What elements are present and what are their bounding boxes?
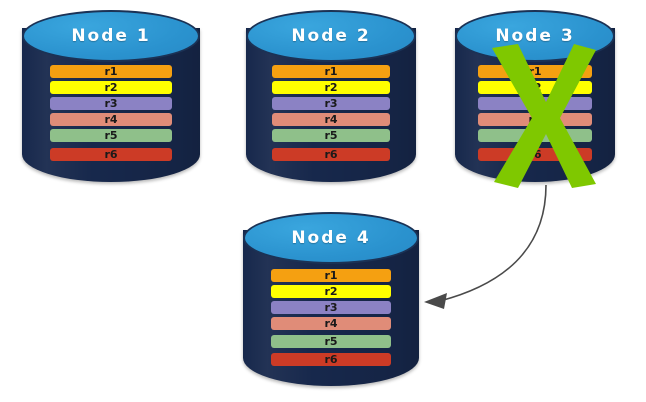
row-band[interactable]: r1 — [271, 269, 391, 282]
node-4-top-face: Node 4 — [243, 212, 419, 264]
row-label: r1 — [104, 65, 118, 78]
node-3-title: Node 3 — [495, 26, 575, 46]
row-label: r4 — [324, 113, 338, 126]
row-band[interactable]: r1 — [272, 65, 390, 78]
row-label: r2 — [104, 81, 118, 94]
row-label: r4 — [324, 317, 338, 330]
row-band[interactable]: r5 — [50, 129, 172, 142]
row-band[interactable]: r1 — [478, 65, 592, 78]
row-label: r5 — [528, 129, 542, 142]
row-label: r1 — [324, 65, 338, 78]
row-band[interactable]: r2 — [50, 81, 172, 94]
row-band[interactable]: r6 — [272, 148, 390, 161]
row-band[interactable]: r6 — [271, 353, 391, 366]
row-label: r2 — [324, 81, 338, 94]
row-band[interactable]: r2 — [271, 285, 391, 298]
row-band[interactable]: r3 — [271, 301, 391, 314]
row-band[interactable]: r6 — [478, 148, 592, 161]
row-label: r5 — [324, 335, 338, 348]
row-label: r5 — [324, 129, 338, 142]
row-label: r3 — [528, 97, 542, 110]
node-1-top-face: Node 1 — [22, 10, 200, 62]
node-4[interactable]: Node 4 r1 r2 r3 r4 r5 r6 — [243, 212, 419, 386]
row-label: r6 — [324, 353, 338, 366]
row-label: r2 — [324, 285, 338, 298]
node-3[interactable]: Node 3 r1 r2 r3 r4 r5 r6 — [455, 10, 615, 182]
node-3-top-face: Node 3 — [455, 10, 615, 62]
row-label: r5 — [104, 129, 118, 142]
row-band[interactable]: r5 — [272, 129, 390, 142]
row-label: r4 — [104, 113, 118, 126]
row-label: r6 — [104, 148, 118, 161]
arrowhead-icon — [424, 293, 447, 309]
node-2[interactable]: Node 2 r1 r2 r3 r4 r5 r6 — [246, 10, 416, 182]
row-band[interactable]: r4 — [271, 317, 391, 330]
row-band[interactable]: r3 — [50, 97, 172, 110]
row-label: r3 — [104, 97, 118, 110]
row-band[interactable]: r6 — [50, 148, 172, 161]
row-band[interactable]: r4 — [478, 113, 592, 126]
row-label: r6 — [528, 148, 542, 161]
node-2-title: Node 2 — [291, 26, 371, 46]
node-1[interactable]: Node 1 r1 r2 r3 r4 r5 r6 — [22, 10, 200, 182]
row-band[interactable]: r3 — [478, 97, 592, 110]
row-label: r1 — [324, 269, 338, 282]
row-band[interactable]: r5 — [478, 129, 592, 142]
row-band[interactable]: r2 — [478, 81, 592, 94]
row-band[interactable]: r4 — [50, 113, 172, 126]
row-band[interactable]: r5 — [271, 335, 391, 348]
row-label: r6 — [324, 148, 338, 161]
node-2-top-face: Node 2 — [246, 10, 416, 62]
row-label: r4 — [528, 113, 542, 126]
node-1-title: Node 1 — [71, 26, 151, 46]
row-band[interactable]: r1 — [50, 65, 172, 78]
node-4-title: Node 4 — [291, 228, 371, 248]
row-label: r3 — [324, 97, 338, 110]
row-band[interactable]: r2 — [272, 81, 390, 94]
row-label: r1 — [528, 65, 542, 78]
row-band[interactable]: r4 — [272, 113, 390, 126]
row-band[interactable]: r3 — [272, 97, 390, 110]
row-label: r2 — [528, 81, 542, 94]
row-label: r3 — [324, 301, 338, 314]
